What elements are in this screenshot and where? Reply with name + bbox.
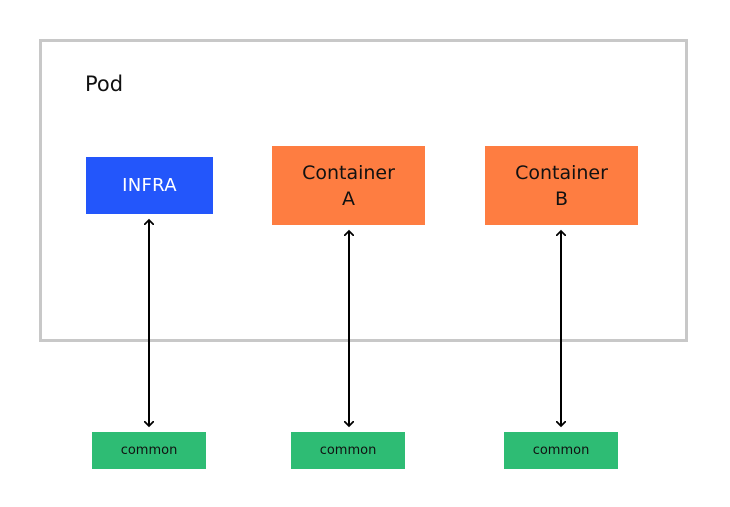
container-b-label-line1: Container xyxy=(515,161,608,184)
common-box-2: common xyxy=(291,432,405,469)
pod-frame xyxy=(39,39,688,342)
container-b-box: Container B xyxy=(485,146,638,225)
common-label-2: common xyxy=(319,443,377,458)
container-a-box: Container A xyxy=(272,146,425,225)
common-label-3: common xyxy=(532,443,590,458)
common-box-1: common xyxy=(92,432,206,469)
container-a-label-line1: Container xyxy=(302,161,395,184)
container-a-label-line2: A xyxy=(342,187,355,210)
container-b-label-line2: B xyxy=(554,187,569,210)
infra-box: INFRA xyxy=(86,157,213,214)
infra-label: INFRA xyxy=(122,175,177,196)
common-label-1: common xyxy=(120,443,178,458)
pod-title: Pod xyxy=(85,72,124,96)
common-box-3: common xyxy=(504,432,618,469)
